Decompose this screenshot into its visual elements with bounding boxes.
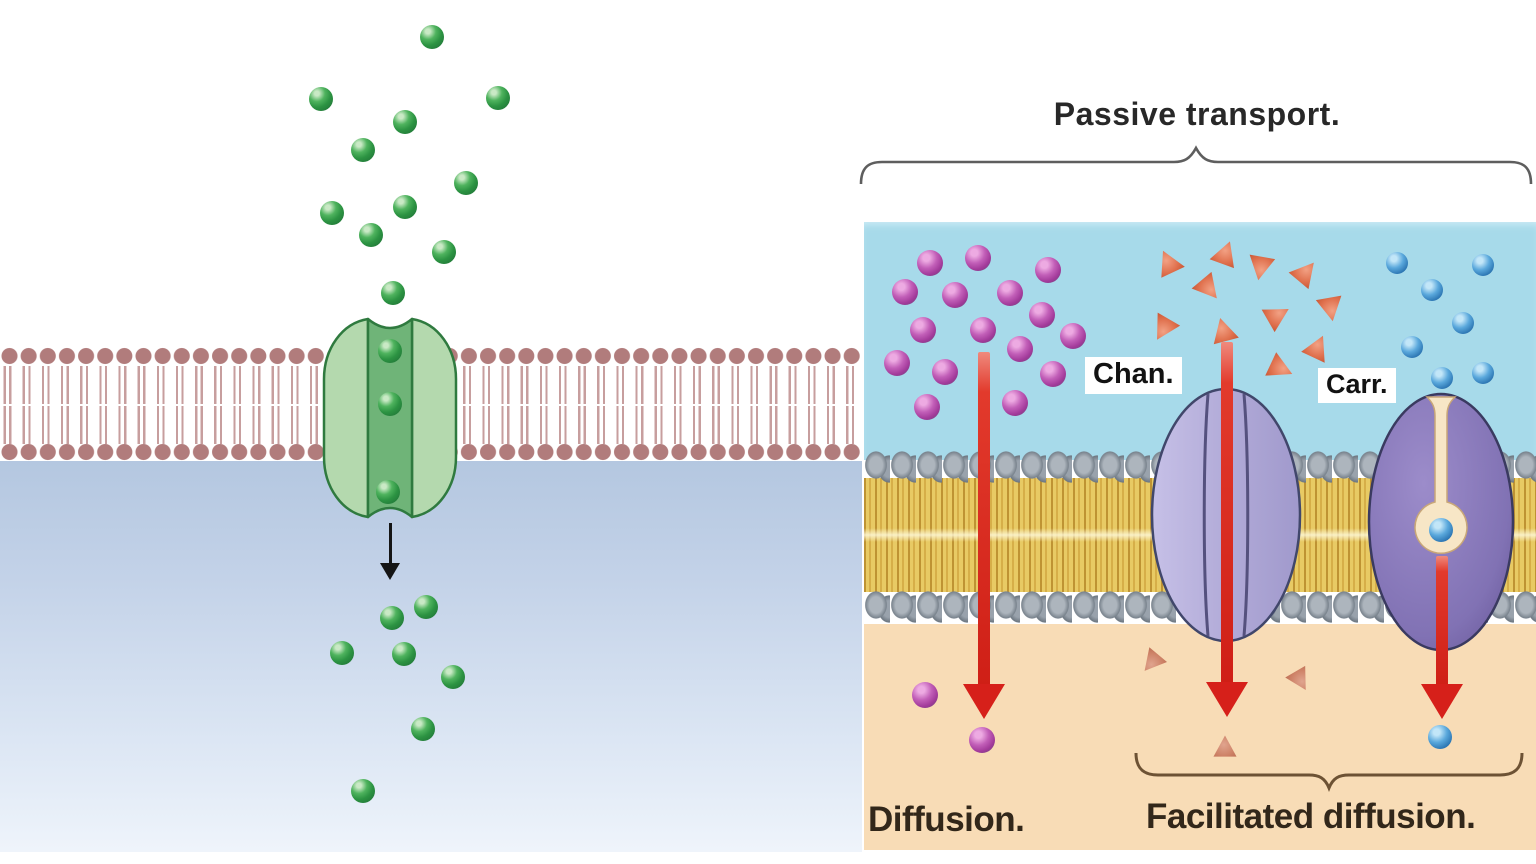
- down-arrow-head: [380, 563, 400, 580]
- channel-arrow-shaft: [1221, 342, 1233, 684]
- purple-molecule: [969, 727, 995, 753]
- blue-molecule: [1472, 254, 1494, 276]
- diffusion-arrow-shaft: [978, 352, 990, 686]
- purple-molecule: [1035, 257, 1061, 283]
- purple-molecule: [914, 394, 940, 420]
- purple-molecule: [912, 682, 938, 708]
- green-molecule: [441, 665, 465, 689]
- purple-molecule: [892, 279, 918, 305]
- green-molecule: [320, 201, 344, 225]
- green-molecule: [309, 87, 333, 111]
- facilitated-diffusion-label: Facilitated diffusion.: [1146, 797, 1476, 836]
- purple-molecule: [1029, 302, 1055, 328]
- down-arrow-shaft: [389, 523, 392, 565]
- green-molecule-in-channel: [376, 480, 400, 504]
- purple-molecule: [884, 350, 910, 376]
- green-molecule: [393, 195, 417, 219]
- purple-molecule: [997, 280, 1023, 306]
- purple-molecule: [1007, 336, 1033, 362]
- green-molecule: [359, 223, 383, 247]
- purple-molecule: [1002, 390, 1028, 416]
- blue-molecule: [1452, 312, 1474, 334]
- purple-molecule: [970, 317, 996, 343]
- diffusion-label: Diffusion.: [868, 800, 1025, 839]
- purple-molecule: [917, 250, 943, 276]
- facilitated-diffusion-brace: [1134, 752, 1524, 793]
- green-molecule: [381, 281, 405, 305]
- green-molecule: [351, 138, 375, 162]
- purple-molecule: [1040, 361, 1066, 387]
- purple-molecule: [1060, 323, 1086, 349]
- green-molecule: [486, 86, 510, 110]
- green-molecule-in-channel: [378, 339, 402, 363]
- green-molecule: [420, 25, 444, 49]
- purple-molecule: [965, 245, 991, 271]
- blue-molecule: [1431, 367, 1453, 389]
- green-molecule: [380, 606, 404, 630]
- green-molecule: [414, 595, 438, 619]
- blue-molecule: [1386, 252, 1408, 274]
- blue-molecule: [1472, 362, 1494, 384]
- green-molecule: [393, 110, 417, 134]
- purple-molecule: [932, 359, 958, 385]
- blue-molecule-in-carrier: [1429, 518, 1453, 542]
- carrier-arrow-head: [1421, 684, 1463, 719]
- purple-molecule: [942, 282, 968, 308]
- carrier-arrow-shaft: [1436, 556, 1448, 686]
- green-molecule: [411, 717, 435, 741]
- channel-protein-green: [322, 317, 458, 519]
- purple-molecule: [910, 317, 936, 343]
- green-molecule: [351, 779, 375, 803]
- channel-arrow-head: [1206, 682, 1248, 717]
- intracellular-fluid-left: [0, 461, 862, 852]
- blue-molecule: [1401, 336, 1423, 358]
- channel-label: Chan.: [1085, 357, 1182, 395]
- green-molecule: [454, 171, 478, 195]
- green-molecule: [330, 641, 354, 665]
- green-molecule-in-channel: [378, 392, 402, 416]
- green-molecule: [392, 642, 416, 666]
- green-molecule: [432, 240, 456, 264]
- blue-molecule: [1428, 725, 1452, 749]
- figure-title: Passive transport.: [1053, 96, 1341, 132]
- carrier-label: Carr.: [1318, 368, 1396, 404]
- diffusion-arrow-head: [963, 684, 1005, 719]
- passive-transport-brace: [859, 145, 1533, 185]
- blue-molecule: [1421, 279, 1443, 301]
